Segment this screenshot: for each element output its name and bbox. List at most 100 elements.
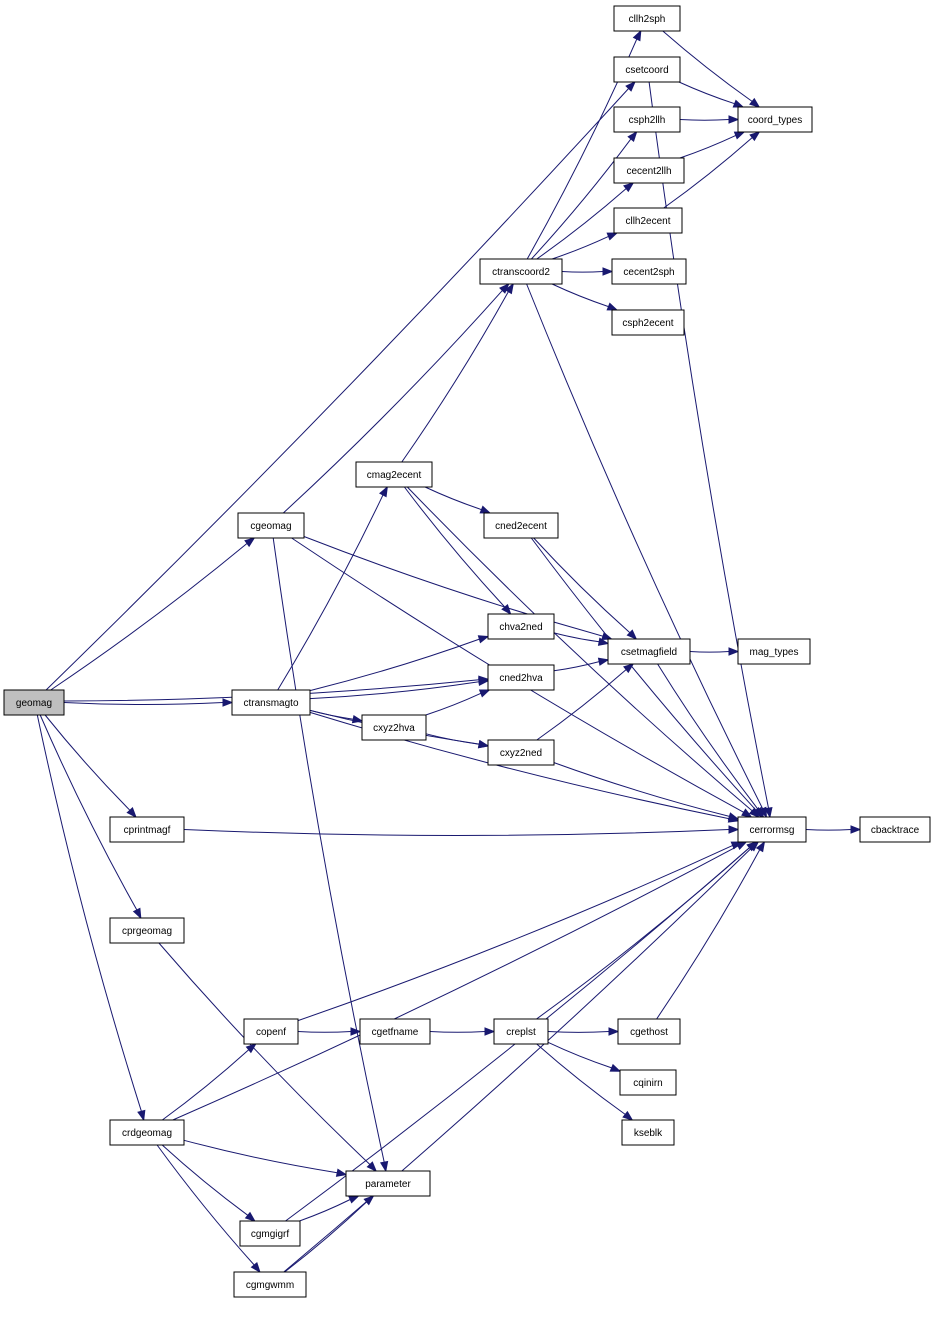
node-cxyz2hva[interactable]: cxyz2hva: [361, 714, 427, 741]
node-copenf[interactable]: copenf: [243, 1018, 299, 1045]
node-cgmgwmm[interactable]: cgmgwmm: [233, 1271, 307, 1298]
edge-arrowhead: [606, 232, 619, 241]
edge-line: [282, 290, 503, 514]
node-label: cprgeomag: [122, 926, 172, 937]
edge-ctranscoord2-to-cecent2llh: [536, 182, 635, 260]
edge-line: [805, 829, 852, 831]
edge-arrowhead: [728, 115, 740, 124]
node-cned2hva[interactable]: cned2hva: [487, 664, 555, 691]
node-cbacktrace[interactable]: cbacktrace: [859, 816, 931, 843]
node-layer: geomag cllh2sph csetcoord coord_types csph2l…: [3, 5, 931, 1298]
edge-arrowhead: [132, 907, 142, 920]
edge-layer: [36, 29, 862, 1274]
node-box: [359, 1018, 431, 1045]
edge-geomag-to-ctransmagto: [63, 698, 234, 707]
edge-cned2ecent-to-cerrormsg: [530, 537, 763, 819]
node-label: cgetfname: [372, 1027, 419, 1038]
node-cmag2ecent[interactable]: cmag2ecent: [355, 461, 433, 488]
node-label: cerrormsg: [749, 825, 794, 836]
node-csph2ecent[interactable]: csph2ecent: [611, 309, 685, 336]
edge-arrowhead: [335, 1168, 348, 1177]
edge-crdgeomag-to-cgmgwmm: [156, 1144, 261, 1274]
edge-ctranscoord2-to-cecent2sph: [561, 267, 614, 276]
node-geomag[interactable]: geomag: [3, 689, 65, 716]
edge-line: [284, 1201, 367, 1273]
node-label: cxyz2hva: [373, 723, 415, 734]
node-box: [109, 1119, 185, 1146]
node-csetcoord[interactable]: csetcoord: [613, 56, 681, 83]
node-ctransmagto[interactable]: ctransmagto: [231, 689, 311, 716]
node-cgetfname[interactable]: cgetfname: [359, 1018, 431, 1045]
edge-line: [172, 845, 739, 1121]
edge-csetmagfield-to-cerrormsg: [657, 663, 765, 819]
edge-line: [679, 134, 737, 159]
edge-line: [277, 494, 384, 691]
edge-creplst-to-cgethost: [547, 1027, 620, 1036]
node-label: cmag2ecent: [367, 470, 422, 481]
node-kseblk[interactable]: kseblk: [621, 1119, 675, 1146]
node-cllh2sph[interactable]: cllh2sph: [613, 5, 681, 32]
edge-cllh2sph-to-coord-types: [662, 30, 761, 108]
node-cecent2sph[interactable]: cecent2sph: [611, 258, 687, 285]
node-mag-types[interactable]: mag_types: [737, 638, 811, 665]
edge-cxyz2hva-to-cned2hva: [425, 689, 491, 716]
edge-cmag2ecent-to-chva2ned: [404, 486, 512, 616]
edge-cned2hva-to-csetmagfield: [553, 657, 610, 672]
node-label: ctransmagto: [243, 698, 298, 709]
node-box: [345, 1170, 431, 1197]
node-cgmgigrf[interactable]: cgmgigrf: [239, 1220, 301, 1247]
node-cxyz2ned[interactable]: cxyz2ned: [487, 739, 555, 766]
node-ctranscoord2[interactable]: ctranscoord2: [479, 258, 563, 285]
node-box: [487, 664, 555, 691]
edge-arrowhead: [222, 698, 234, 707]
node-parameter[interactable]: parameter: [345, 1170, 431, 1197]
node-cllh2ecent[interactable]: cllh2ecent: [613, 207, 683, 234]
edge-line: [401, 291, 509, 463]
edge-line: [299, 1199, 351, 1222]
edge-cprgeomag-to-parameter: [158, 942, 378, 1173]
edge-arrowhead: [484, 1027, 496, 1036]
edge-cgeomag-to-parameter: [272, 537, 389, 1173]
node-cprgeomag[interactable]: cprgeomag: [109, 917, 185, 944]
node-box: [355, 461, 433, 488]
edge-arrowhead: [755, 840, 766, 853]
node-box: [613, 106, 681, 133]
edge-cgmgwmm-to-cerrormsg: [283, 841, 760, 1273]
node-csetmagfield[interactable]: csetmagfield: [607, 638, 691, 665]
edge-line: [158, 942, 371, 1165]
edge-line: [44, 714, 131, 811]
node-box: [613, 157, 685, 184]
node-creplst[interactable]: creplst: [493, 1018, 549, 1045]
edge-line: [536, 1043, 626, 1115]
node-label: chva2ned: [499, 622, 542, 633]
node-cecent2llh[interactable]: cecent2llh: [613, 157, 685, 184]
edge-arrowhead: [608, 1027, 620, 1036]
edge-line: [553, 661, 600, 672]
edge-line: [183, 829, 730, 836]
node-cqinirn[interactable]: cqinirn: [619, 1069, 677, 1096]
edge-cmag2ecent-to-cned2ecent: [424, 486, 492, 514]
edge-ctransmagto-to-chva2ned: [309, 635, 490, 692]
edge-arrowhead: [602, 267, 614, 276]
node-box: [737, 106, 813, 133]
edge-line: [530, 537, 757, 811]
node-cgethost[interactable]: cgethost: [617, 1018, 681, 1045]
node-label: cned2ecent: [495, 521, 547, 532]
node-csph2llh[interactable]: csph2llh: [613, 106, 681, 133]
edge-arrowhead: [733, 131, 746, 140]
node-box: [487, 739, 555, 766]
node-cprintmagf[interactable]: cprintmagf: [109, 816, 185, 843]
node-crdgeomag[interactable]: crdgeomag: [109, 1119, 185, 1146]
edge-arrowhead: [623, 182, 635, 193]
node-box: [613, 207, 683, 234]
node-label: ctranscoord2: [492, 267, 550, 278]
edge-line: [283, 847, 752, 1273]
node-label: csph2llh: [629, 115, 666, 126]
edge-ctranscoord2-to-cerrormsg: [526, 283, 767, 819]
edge-arrowhead: [754, 806, 765, 819]
node-cned2ecent[interactable]: cned2ecent: [483, 512, 559, 539]
node-cgeomag[interactable]: cgeomag: [237, 512, 305, 539]
node-coord-types[interactable]: coord_types: [737, 106, 813, 133]
node-chva2ned[interactable]: chva2ned: [487, 613, 555, 640]
node-cerrormsg[interactable]: cerrormsg: [737, 816, 807, 843]
